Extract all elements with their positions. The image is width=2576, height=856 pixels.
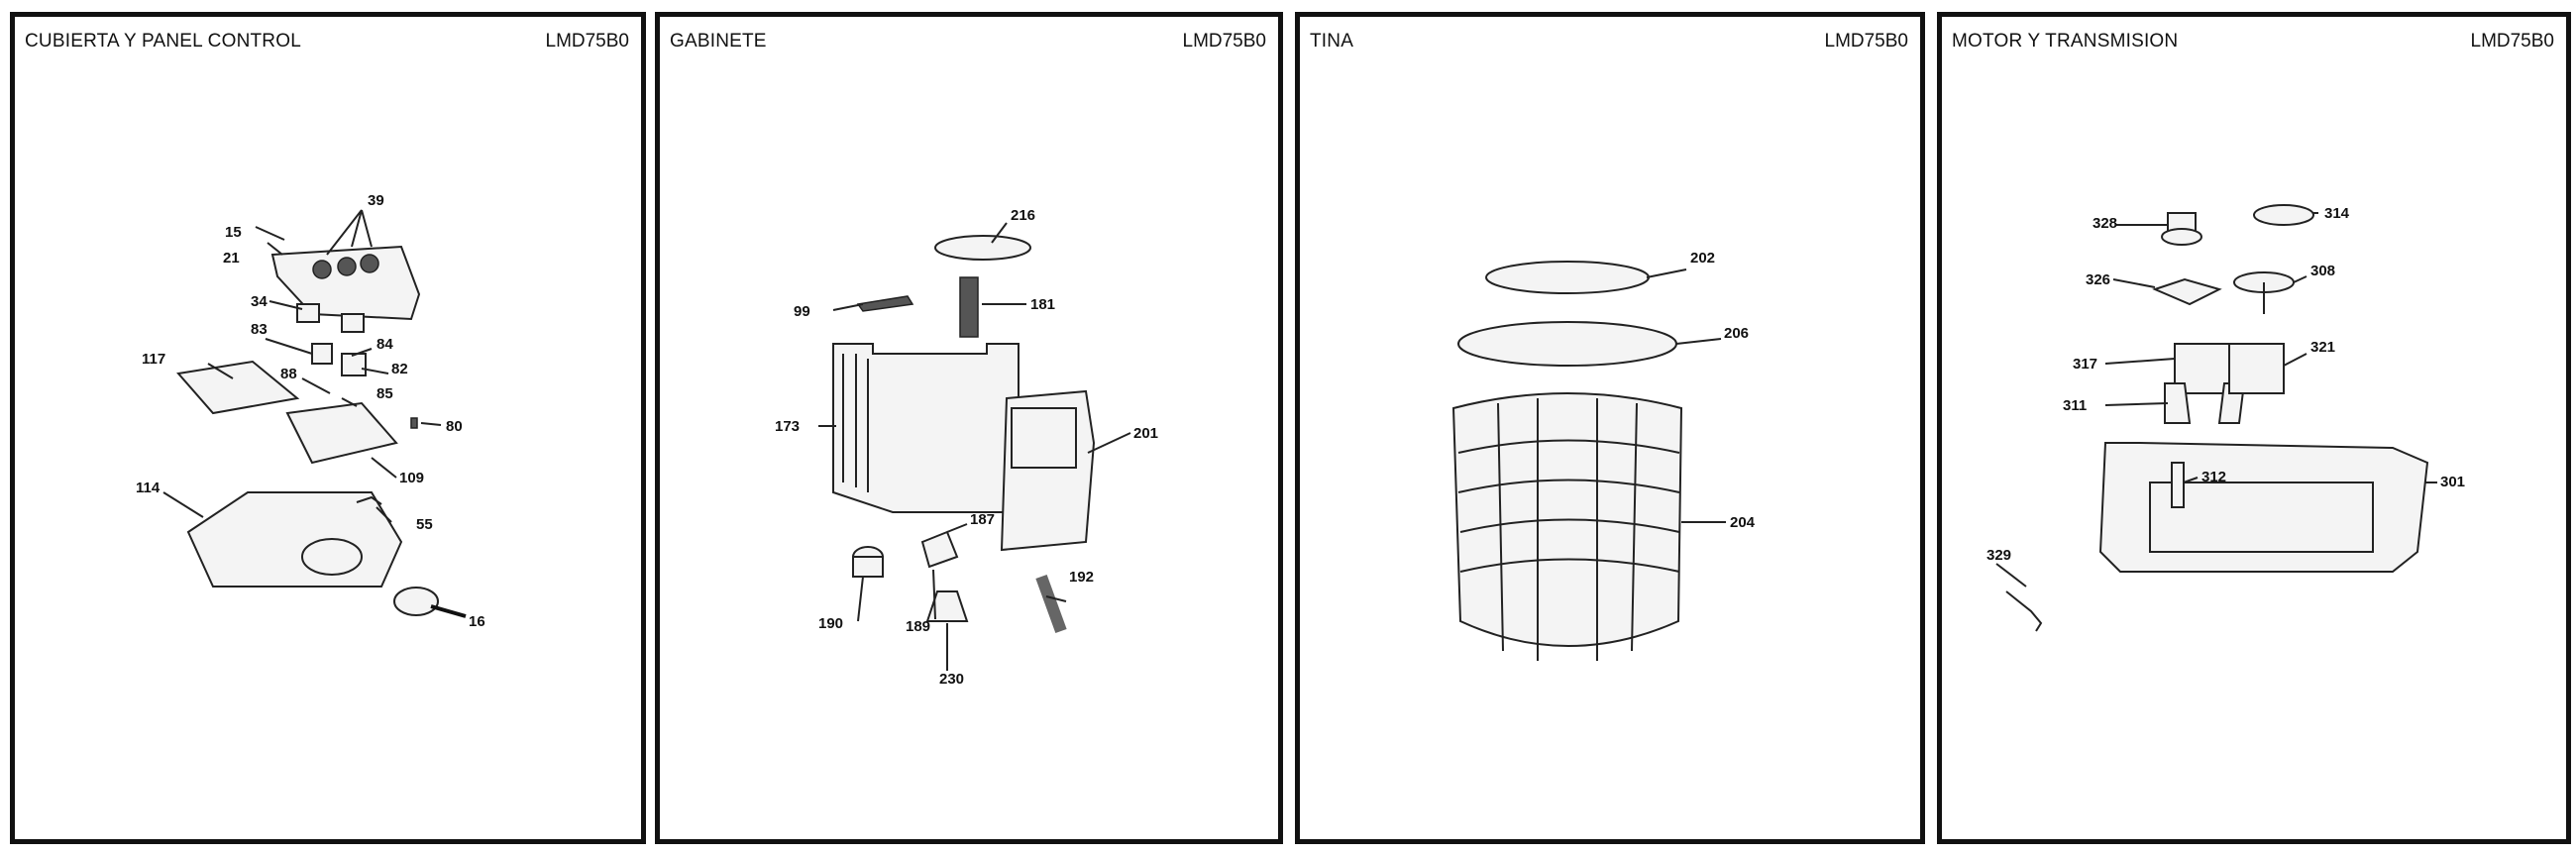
- part-label: 201: [1133, 425, 1158, 442]
- opening-part: [301, 538, 363, 576]
- part-label: 329: [1986, 547, 2011, 564]
- part-label: 230: [939, 671, 964, 688]
- diagram-tina: 202 206 204: [1451, 250, 1756, 661]
- panel-title: CUBIERTA Y PANEL CONTROL: [25, 31, 301, 52]
- ring-part: [2253, 204, 2314, 226]
- coupling-part: [2161, 228, 2202, 246]
- part-label: 308: [2310, 263, 2335, 279]
- part-label: 181: [1030, 296, 1055, 313]
- part-label: 21: [223, 250, 240, 267]
- panel-title: MOTOR Y TRANSMISION: [1952, 31, 2179, 52]
- part-label: 321: [2310, 339, 2335, 356]
- part-label: 85: [376, 385, 393, 402]
- part-label: 312: [2201, 469, 2226, 485]
- balance-ring-part: [1485, 261, 1650, 294]
- rod-part: [2171, 462, 2185, 508]
- part-label: 114: [136, 480, 161, 496]
- panel-gabinete: GABINETE LMD75B0 216 9: [655, 12, 1283, 844]
- part-label: 34: [251, 293, 268, 310]
- lid-part: [176, 360, 300, 415]
- part-label: 16: [469, 613, 485, 630]
- clutch-part: [2152, 277, 2222, 306]
- panel-model: LMD75B0: [545, 31, 630, 52]
- switch-part: [311, 343, 333, 365]
- diagram-gabinete: 216 99 181 173 201 187 192 190 189 230: [775, 207, 1158, 688]
- cable-part: [2005, 590, 2043, 632]
- part-label: 204: [1730, 514, 1756, 531]
- part-label: 15: [225, 224, 242, 241]
- part-label: 206: [1724, 325, 1749, 342]
- switch-part: [296, 303, 320, 323]
- spout-part: [959, 276, 979, 338]
- cap-part: [852, 556, 884, 578]
- panel-title: GABINETE: [670, 31, 767, 52]
- part-label: 84: [376, 336, 393, 353]
- cabinet-part: [832, 343, 1020, 513]
- part-label: 216: [1011, 207, 1035, 224]
- front-panel-part: [1000, 389, 1096, 552]
- part-label: 109: [399, 470, 424, 486]
- part-label: 202: [1690, 250, 1715, 267]
- part-label: 88: [280, 366, 297, 382]
- top-cover-part: [186, 491, 403, 588]
- part-label: 83: [251, 321, 268, 338]
- switch-part: [341, 353, 367, 376]
- part-label: 328: [2093, 215, 2117, 232]
- panel-title: TINA: [1310, 31, 1354, 52]
- part-label: 39: [368, 192, 384, 209]
- knob-part: [312, 260, 332, 279]
- panel-model: LMD75B0: [1182, 31, 1267, 52]
- part-label: 55: [416, 516, 433, 533]
- lid-part: [285, 401, 398, 465]
- part-label: 187: [970, 511, 995, 528]
- panel-model: LMD75B0: [2470, 31, 2555, 52]
- diagram-cubierta: 39 15 21 34 83 84 117 88 82 85 80 109 11…: [136, 192, 485, 630]
- switch-part: [341, 313, 365, 333]
- small-part: [410, 417, 418, 429]
- small-part: [356, 495, 382, 505]
- part-label: 317: [2073, 356, 2097, 373]
- panel-motor-transmision: MOTOR Y TRANSMISION LMD75B0: [1937, 12, 2571, 844]
- hose-part: [1035, 574, 1067, 634]
- part-label: 99: [794, 303, 810, 320]
- control-panel-part: [270, 245, 421, 321]
- panel-tina: TINA LMD75B0 202 206 204: [1295, 12, 1925, 844]
- part-label: 190: [818, 615, 843, 632]
- tub-ring-part: [1457, 321, 1677, 367]
- part-label: 301: [2440, 474, 2465, 490]
- knob-part: [337, 257, 357, 276]
- knob-part: [360, 254, 379, 273]
- part-label: 173: [775, 418, 800, 435]
- part-label: 192: [1069, 569, 1094, 586]
- part-label: 117: [142, 351, 165, 368]
- part-label: 311: [2063, 397, 2087, 414]
- small-part: [856, 295, 914, 312]
- part-label: 82: [391, 361, 408, 377]
- part-label: 314: [2324, 205, 2350, 222]
- motor-part: [2228, 343, 2285, 394]
- part-label: 189: [906, 618, 930, 635]
- drain-part: [925, 590, 969, 622]
- panel-model: LMD75B0: [1824, 31, 1909, 52]
- disc-part: [934, 235, 1031, 261]
- part-label: 80: [446, 418, 463, 435]
- pump-part: [920, 530, 959, 569]
- diagram-motor: 328 314 326 308 317 321 311 312 301 329: [1986, 204, 2465, 632]
- filter-part: [393, 587, 439, 616]
- part-label: 326: [2086, 271, 2110, 288]
- panel-cubierta-panel-control: CUBIERTA Y PANEL CONTROL LMD75B0: [10, 12, 646, 844]
